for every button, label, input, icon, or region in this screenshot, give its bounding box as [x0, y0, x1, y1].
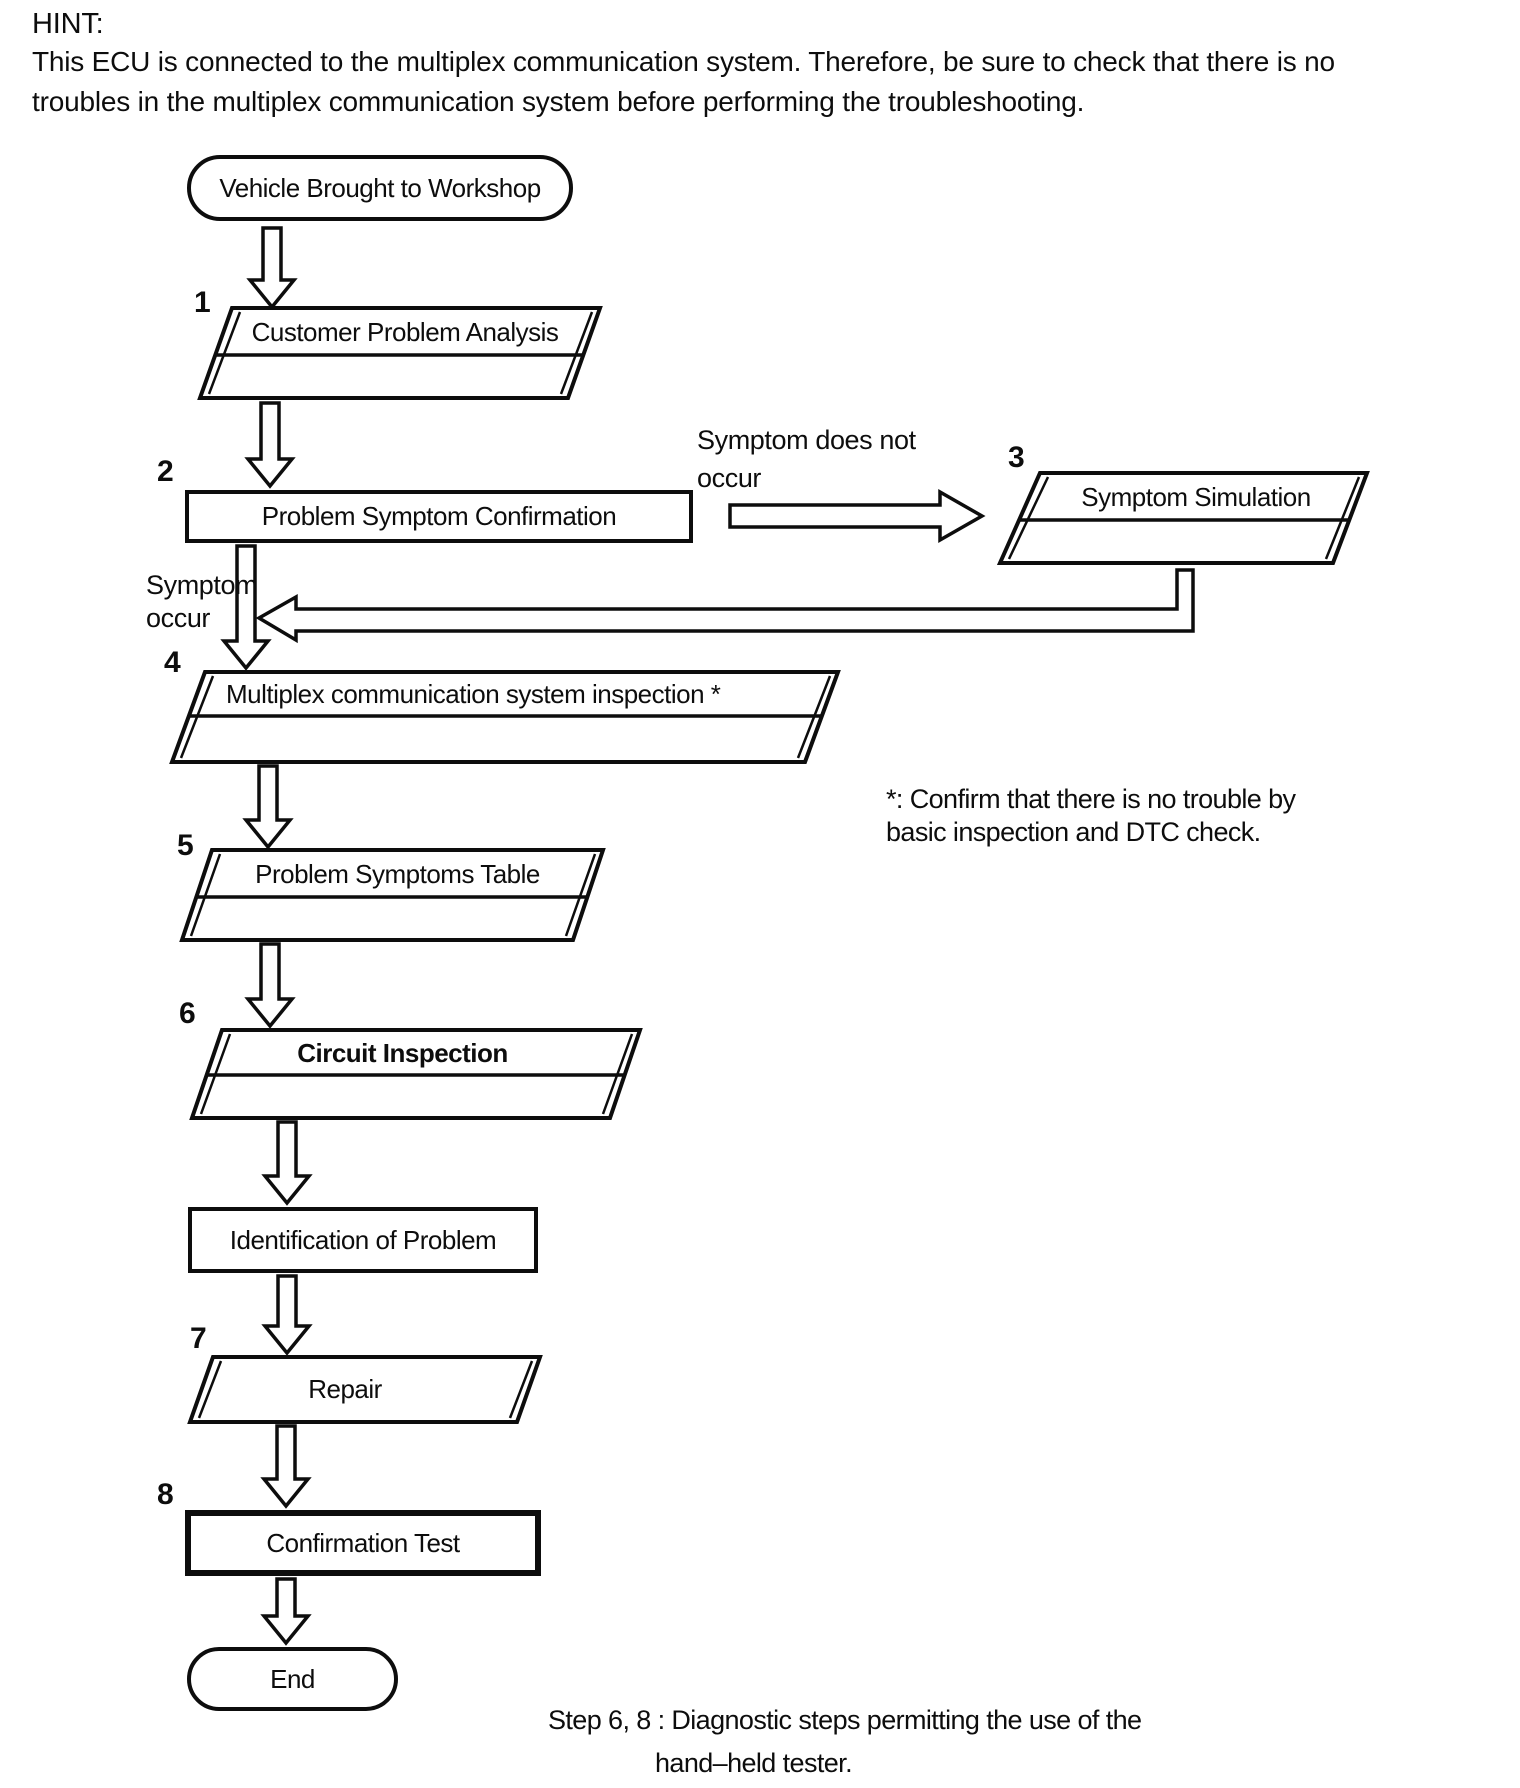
arrow-start-to-step1 [246, 226, 298, 310]
step7-number: 7 [190, 1322, 207, 1355]
branch-label-symptom-does-not: Symptom does not [697, 425, 916, 455]
identification-node: Identification of Problem [188, 1207, 538, 1273]
hint-text-line-2: troubles in the multiplex communication … [32, 86, 1085, 117]
hint-text-line-1: This ECU is connected to the multiplex c… [32, 46, 1335, 77]
flow-shape-step3 [996, 471, 1370, 565]
flow-shape-step4 [169, 670, 841, 764]
footnote-line-2: basic inspection and DTC check. [886, 817, 1261, 847]
branch-label-symptom-does-not-occur: occur [697, 463, 762, 493]
hint-title: HINT: [32, 8, 104, 40]
flow-shape-step7 [187, 1355, 543, 1424]
arrow-step2-to-step3 [728, 488, 986, 544]
flow-shape-step5 [179, 848, 606, 942]
step8-number: 8 [157, 1478, 174, 1511]
arrow-step6-to-identification [261, 1120, 313, 1206]
step5-number: 5 [177, 829, 194, 862]
end-node: End [187, 1647, 398, 1711]
step6-label: Circuit Inspection [297, 1037, 508, 1068]
branch-label-symptom: Symptom [146, 570, 258, 600]
branch-label-symptom-occur: occur [146, 603, 211, 633]
step7-label: Repair [308, 1373, 382, 1404]
arrow-step8-to-end [260, 1577, 312, 1646]
arrow-step2-to-step4 [220, 544, 272, 671]
start-node: Vehicle Brought to Workshop [187, 155, 573, 221]
arrow-step4-to-step5 [242, 764, 294, 850]
arrow-step5-to-step6 [244, 942, 296, 1029]
step4-number: 4 [164, 646, 181, 679]
step3-number: 3 [1008, 441, 1025, 474]
flow-shape-step6 [189, 1028, 643, 1120]
step1-number: 1 [194, 286, 211, 319]
footnote-line-1: *: Confirm that there is no trouble by [886, 784, 1296, 814]
caption-line-2: hand–held tester. [655, 1748, 853, 1778]
step3-label: Symptom Simulation [1081, 481, 1311, 512]
step8-node: Confirmation Test [185, 1510, 541, 1576]
step1-label: Customer Problem Analysis [251, 316, 559, 347]
caption-line-1: Step 6, 8 : Diagnostic steps permitting … [548, 1705, 1142, 1735]
step6-number: 6 [179, 997, 196, 1030]
step4-label: Multiplex communication system inspectio… [226, 679, 721, 709]
step2-node: Problem Symptom Confirmation [185, 490, 693, 543]
arrow-step7-to-step8 [260, 1424, 312, 1509]
arrow-step1-to-step2 [244, 401, 296, 489]
arrow-step3-return-elbow [255, 568, 1195, 644]
step2-number: 2 [157, 455, 174, 488]
flow-shape-step1 [197, 306, 603, 400]
step5-label: Problem Symptoms Table [255, 858, 540, 889]
arrow-identification-to-step7 [261, 1274, 313, 1356]
